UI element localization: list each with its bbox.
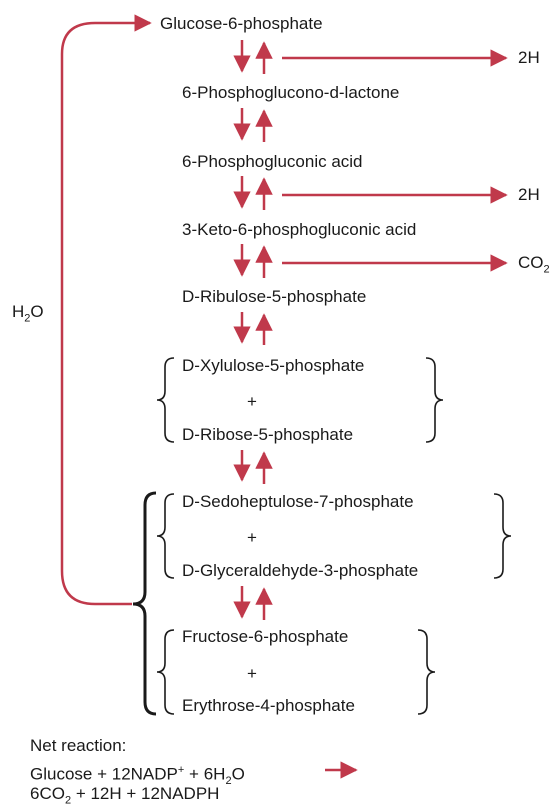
product-2h-second: 2H [518, 185, 540, 204]
compound-d-ribose-5-phosphate: D-Ribose-5-phosphate [182, 425, 354, 444]
brace-left-sedoheptulose-glyceraldehyde [156, 493, 175, 579]
compound-erythrose-4-phosphate: Erythrose-4-phosphate [182, 696, 355, 715]
plus-sign-1: + [247, 392, 257, 411]
reversible-arrow-7 [233, 586, 273, 620]
brace-right-xylulose-ribose [425, 357, 444, 443]
compound-glucose-6-phosphate: Glucose-6-phosphate [160, 14, 323, 33]
reversible-arrow-4 [233, 244, 273, 278]
compound-6-phosphoglucono-lactone: 6-Phosphoglucono-d-lactone [182, 83, 400, 102]
brace-left-xylulose-ribose [156, 357, 175, 443]
net-reaction-line-2: 6CO2 + 12H + 12NADPH [30, 784, 220, 807]
brace-right-fructose-erythrose [417, 629, 436, 715]
reversible-arrow-6 [233, 450, 273, 484]
reversible-arrow-5 [233, 312, 273, 345]
compound-d-glyceraldehyde-3-phosphate: D-Glyceraldehyde-3-phosphate [182, 561, 419, 580]
plus-sign-2: + [247, 528, 257, 547]
reversible-arrow-1 [233, 40, 273, 74]
recycle-loop-arrow [60, 14, 152, 606]
brace-right-sedoheptulose-glyceraldehyde [493, 493, 512, 579]
net-reaction-heading: Net reaction: [30, 736, 127, 755]
water-label: H2O [12, 302, 44, 325]
compound-3-keto-6-phosphogluconic-acid: 3-Keto-6-phosphogluconic acid [182, 220, 417, 239]
compound-d-xylulose-5-phosphate: D-Xylulose-5-phosphate [182, 356, 365, 375]
compound-d-ribulose-5-phosphate: D-Ribulose-5-phosphate [182, 287, 367, 306]
reversible-arrow-2 [233, 108, 273, 142]
brace-left-fructose-erythrose [156, 629, 175, 715]
compound-6-phosphogluconic-acid: 6-Phosphogluconic acid [182, 152, 363, 171]
large-bracket [132, 491, 157, 716]
product-2h-first: 2H [518, 48, 540, 67]
compound-d-sedoheptulose-7-phosphate: D-Sedoheptulose-7-phosphate [182, 492, 414, 511]
compound-fructose-6-phosphate: Fructose-6-phosphate [182, 627, 349, 646]
plus-sign-3: + [247, 664, 257, 683]
reversible-arrow-3 [233, 176, 273, 210]
product-co2: CO2 [518, 253, 550, 276]
net-reaction-line-1: Glucose + 12NADP+ + 6H2O [30, 764, 245, 788]
